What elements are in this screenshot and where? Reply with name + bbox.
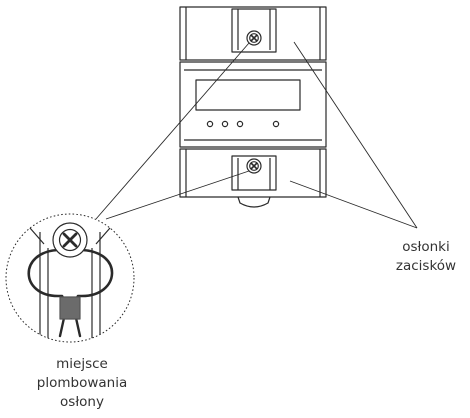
screw-cross-icon [246,158,262,174]
bottom-terminal-cover [179,148,327,198]
din-rail-clip [237,196,271,208]
terminal-covers-label-line1: osłonki [402,239,450,255]
seal-location-label: miejsce plombowania osłony [22,355,142,412]
terminal-covers-label-line2: zacisków [395,258,457,274]
seal-location-label-line2: plombowania [36,375,128,391]
terminal-covers-label: osłonki zacisków [390,238,462,276]
led-indicators [206,120,280,128]
screw-cross-icon [52,222,88,258]
screw-cross-icon [246,30,262,46]
meter-body [179,61,327,148]
cover-leader-lines [289,41,418,229]
zoom-leader-lines [95,42,250,220]
seal-location-label-line1: miejsce [56,356,108,372]
top-terminal-cover [179,6,327,61]
din-meter [179,6,327,208]
seal-zoom-circle [5,213,135,343]
lead-seal-icon [59,296,81,320]
lcd-window [195,79,301,111]
seal-location-label-line3: osłony [60,394,104,410]
